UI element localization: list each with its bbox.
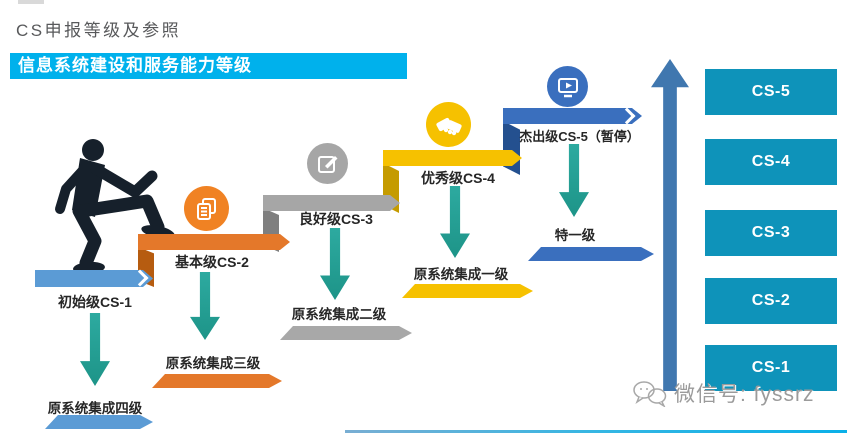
step5-label: 杰出级CS-5（暂停） bbox=[519, 129, 640, 144]
top-edge-mark bbox=[18, 0, 44, 4]
mapping-label-step1: 原系统集成四级 bbox=[47, 401, 143, 416]
watermark-text: 微信号: fyssrz bbox=[674, 383, 815, 406]
edit-pencil-icon bbox=[317, 155, 337, 173]
ladder-box-cs4: CS-4 bbox=[705, 139, 837, 185]
step2-icon-circle bbox=[184, 186, 229, 231]
step1-label: 初始级CS-1 bbox=[58, 294, 132, 310]
step4-bar bbox=[383, 150, 522, 166]
watermark: 微信号: fyssrz bbox=[632, 378, 815, 408]
down-arrow-step3 bbox=[320, 228, 350, 300]
ladder-box-cs1: CS-1 bbox=[705, 345, 837, 391]
step3-icon-circle bbox=[307, 143, 348, 184]
mapping-label-step4: 原系统集成一级 bbox=[413, 267, 509, 282]
step3-label: 良好级CS-3 bbox=[299, 211, 373, 227]
ladder-box-cs2: CS-2 bbox=[705, 278, 837, 324]
banner-title: 信息系统建设和服务能力等级 bbox=[10, 53, 407, 79]
bottom-divider-line bbox=[345, 430, 847, 433]
handshake-icon bbox=[435, 117, 462, 135]
mapping-bar-step2 bbox=[152, 374, 282, 388]
step5-bar bbox=[503, 108, 642, 124]
ladder-box-cs5: CS-5 bbox=[705, 69, 837, 115]
step2-label: 基本级CS-2 bbox=[175, 254, 249, 270]
video-display-icon bbox=[557, 77, 578, 97]
ladder-box-cs3: CS-3 bbox=[705, 210, 837, 256]
mapping-bar-step3 bbox=[280, 326, 412, 340]
page-title: CS申报等级及参照 bbox=[16, 21, 182, 40]
down-arrow-step1 bbox=[80, 313, 110, 386]
mapping-label-step3: 原系统集成二级 bbox=[291, 307, 387, 322]
copy-document-icon bbox=[196, 197, 216, 220]
step1-bar bbox=[35, 270, 153, 287]
step5-icon-circle bbox=[547, 66, 588, 107]
down-arrow-step4 bbox=[440, 186, 470, 258]
step4-label: 优秀级CS-4 bbox=[421, 170, 495, 186]
down-arrow-step5 bbox=[559, 144, 589, 217]
mapping-bar-step5 bbox=[528, 247, 654, 261]
mapping-bar-step4 bbox=[402, 284, 533, 298]
mapping-label-step2: 原系统集成三级 bbox=[165, 356, 261, 371]
wechat-icon bbox=[633, 381, 667, 407]
up-arrow bbox=[651, 59, 689, 391]
down-arrow-step2 bbox=[190, 272, 220, 340]
step4-icon-circle bbox=[426, 102, 471, 147]
step3-bar bbox=[263, 195, 400, 211]
mapping-bar-step1 bbox=[45, 415, 153, 429]
mapping-label-step5: 特一级 bbox=[554, 228, 596, 243]
step2-bar bbox=[138, 234, 290, 250]
